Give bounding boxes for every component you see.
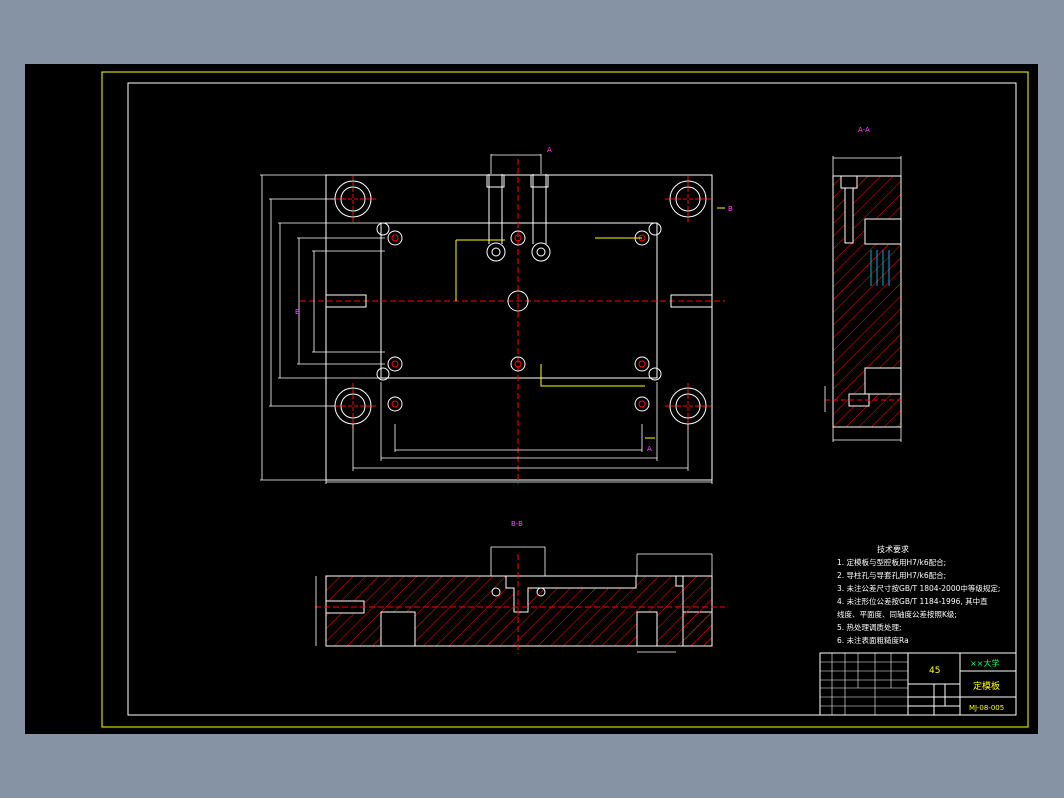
tech-req-line: 线度、平面度、同轴度公差按照K级; bbox=[837, 609, 957, 619]
outer-frame bbox=[101, 71, 1029, 728]
part-name: 定模板 bbox=[973, 680, 1000, 692]
section-bb-label: B-B bbox=[511, 520, 523, 528]
technical-requirements: 技术要求 1. 定模板与型腔板用H7/k6配合; 2. 导柱孔与导套孔用H7/k… bbox=[837, 544, 1000, 645]
school-name: ××大学 bbox=[970, 658, 999, 668]
section-leaders bbox=[455, 207, 725, 439]
cut-b-left: B bbox=[295, 308, 300, 316]
section-aa-label: A-A bbox=[858, 126, 870, 134]
cut-a-top: A bbox=[547, 146, 552, 154]
guide-bosses bbox=[334, 180, 707, 425]
screw-holes bbox=[376, 222, 662, 412]
tech-req-line: 2. 导柱孔与导套孔用H7/k6配合; bbox=[837, 570, 946, 580]
tech-req-line: 5. 热处理调质处理; bbox=[837, 622, 902, 632]
section-aa-view: A-A bbox=[824, 126, 905, 442]
tech-req-title: 技术要求 bbox=[877, 544, 909, 554]
plan-view: A A B B bbox=[260, 146, 733, 484]
plate-outline bbox=[325, 174, 713, 481]
side-holes bbox=[325, 174, 713, 308]
drawing-viewport[interactable]: A A B B A-A B-B bbox=[25, 64, 1038, 734]
drawing-number: MJ-08-005 bbox=[969, 704, 1004, 712]
title-block: 45 ××大学 定模板 MJ-08-005 bbox=[819, 652, 1017, 716]
material-label: 45 bbox=[929, 666, 940, 676]
boss-crosshairs bbox=[330, 176, 711, 429]
cut-b-right: B bbox=[728, 205, 733, 213]
section-bb-view: B-B bbox=[315, 520, 725, 654]
cut-a-bottom: A bbox=[647, 445, 652, 453]
dimension-lines bbox=[260, 154, 713, 484]
tech-req-line: 4. 未注形位公差按GB/T 1184-1996, 其中直 bbox=[837, 596, 988, 606]
section-aa-hatch bbox=[832, 175, 902, 428]
tech-req-line: 1. 定模板与型腔板用H7/k6配合; bbox=[837, 557, 946, 567]
tech-req-line: 6. 未注表面粗糙度Ra bbox=[837, 635, 909, 645]
tech-req-line: 3. 未注公差尺寸按GB/T 1804-2000中等级规定; bbox=[837, 583, 1000, 593]
inner-frame bbox=[127, 82, 1017, 716]
